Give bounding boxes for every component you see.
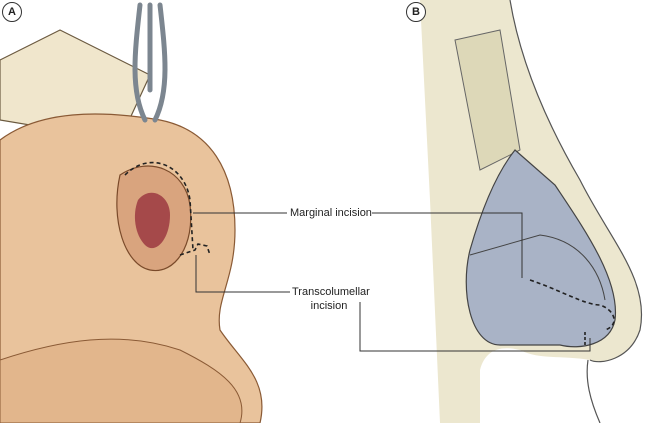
retractor-background xyxy=(0,29,151,141)
panel-b-profile-illustration xyxy=(420,0,642,423)
nasal-bone xyxy=(454,29,521,171)
marginal-incision-line-b xyxy=(529,279,615,331)
transcolumellar-label-line-2: incision xyxy=(310,300,348,312)
transcolumellar-label-line-1: Transcolumellar xyxy=(292,286,370,298)
panel-a-nose-illustration xyxy=(0,2,263,423)
leader-lines xyxy=(193,212,591,352)
lateral-crus xyxy=(469,234,606,301)
cartilage xyxy=(465,149,617,348)
lip xyxy=(0,338,243,423)
transcolumellar-incision-label: Transcolumellar incision xyxy=(292,285,370,313)
profile-outline xyxy=(509,0,642,423)
panel-label-b: B xyxy=(406,2,426,22)
panel-label-a: A xyxy=(2,2,22,22)
transcolumellar-leader-right xyxy=(359,302,591,352)
marginal-incision-label: Marginal incision xyxy=(290,206,372,220)
retractor xyxy=(132,2,168,123)
marginal-leader-right xyxy=(368,212,523,278)
transcolumellar-leader-left xyxy=(195,255,290,293)
nostril-opening xyxy=(134,192,170,249)
transcolumellar-incision-line-a xyxy=(179,243,211,256)
marginal-incision-line-a xyxy=(124,161,194,251)
